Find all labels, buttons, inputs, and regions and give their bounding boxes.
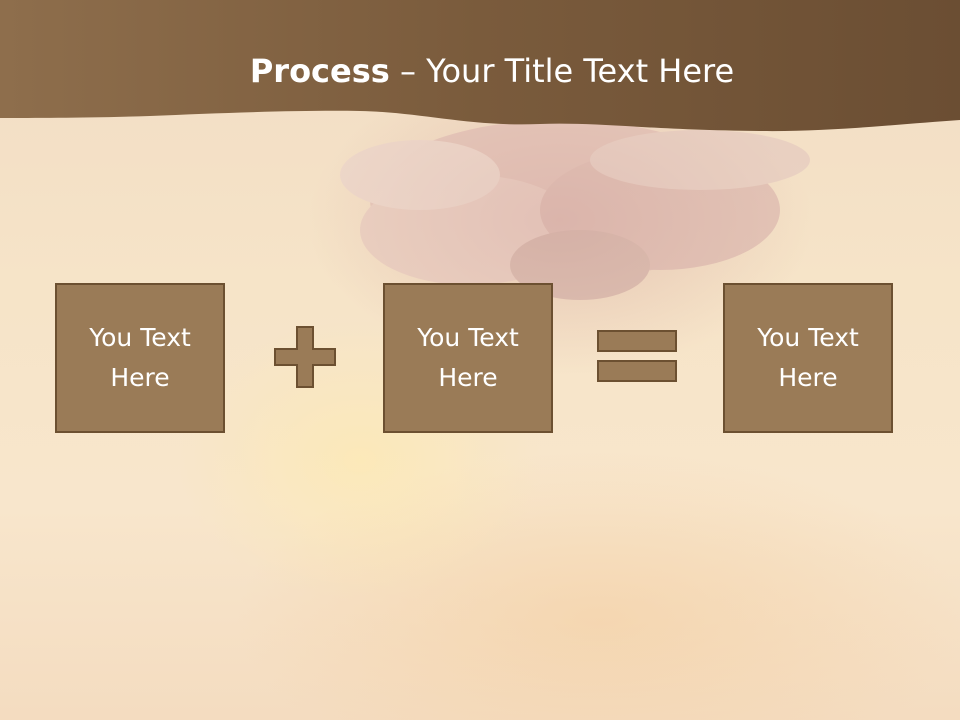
plus-icon xyxy=(274,326,336,388)
step-label: You Text Here xyxy=(417,323,519,392)
title-bold: Process xyxy=(249,52,390,90)
title-rest: – Your Title Text Here xyxy=(389,52,735,90)
header-band xyxy=(0,0,960,132)
slide-title: Process – Your Title Text Here xyxy=(0,52,960,90)
process-step-box-2: You Text Here xyxy=(383,283,553,433)
step-label: You Text Here xyxy=(757,323,859,392)
process-step-box-3: You Text Here xyxy=(723,283,893,433)
step-label: You Text Here xyxy=(89,323,191,392)
equals-icon xyxy=(597,330,677,382)
process-step-box-1: You Text Here xyxy=(55,283,225,433)
